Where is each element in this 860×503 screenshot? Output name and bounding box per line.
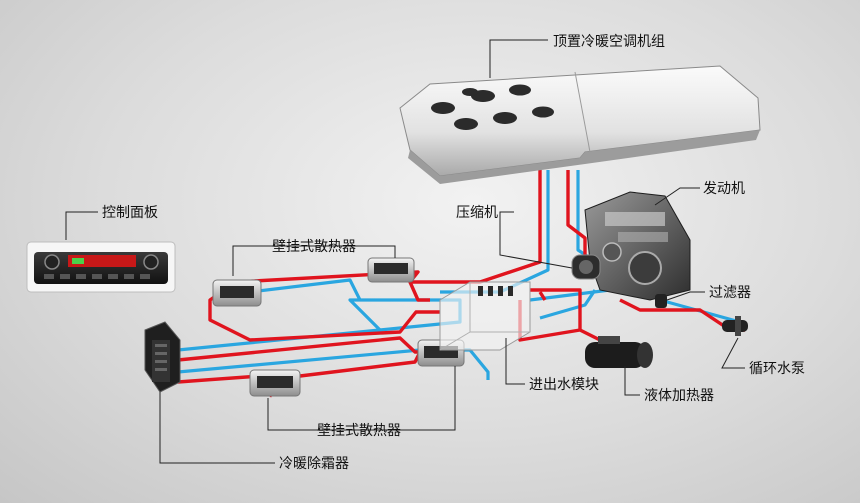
filter (655, 294, 667, 308)
label-defroster: 冷暖除霜器 (279, 456, 349, 472)
defroster (144, 321, 181, 393)
label-roof-ac: 顶置冷暖空调机组 (553, 34, 665, 50)
pump (722, 316, 748, 336)
liquid-heater (585, 336, 653, 368)
label-liquid-heater: 液体加热器 (644, 388, 714, 404)
leader-lines (65, 39, 745, 464)
water-module (439, 281, 531, 351)
label-control-panel: 控制面板 (102, 205, 158, 221)
roof-ac-unit (399, 65, 761, 184)
label-wall-radiator-top: 壁挂式散热器 (272, 239, 356, 255)
label-engine: 发动机 (703, 181, 745, 197)
ac-fan-grilles (431, 84, 554, 130)
engine (584, 191, 691, 301)
label-pump: 循环水泵 (749, 361, 805, 377)
label-water-module: 进出水模块 (529, 377, 599, 393)
wall-radiator (212, 279, 262, 307)
control-panel (26, 241, 176, 293)
label-filter: 过滤器 (709, 285, 751, 301)
wall-radiator (249, 369, 301, 397)
label-compressor: 压缩机 (456, 205, 498, 221)
wall-radiator (367, 257, 415, 283)
label-wall-radiator-bottom: 壁挂式散热器 (317, 423, 401, 439)
compressor (571, 254, 601, 280)
